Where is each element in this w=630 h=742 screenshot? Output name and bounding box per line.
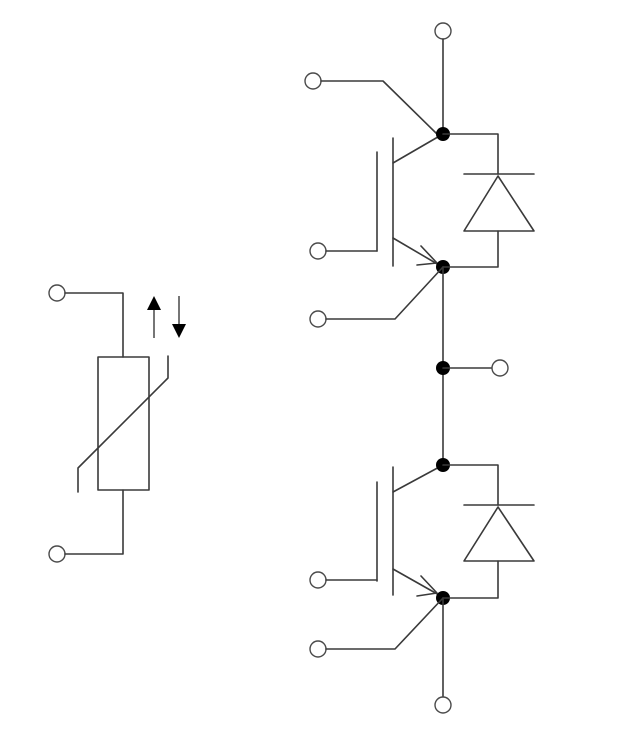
thermistor-body [97, 356, 150, 491]
output-node [436, 266, 509, 466]
thermistor-lead-bottom [64, 489, 124, 555]
thermistor [48, 284, 186, 563]
gate-terminal-lower[interactable] [309, 571, 327, 589]
thermistor-lead-top [64, 292, 124, 358]
sense-terminal-upper[interactable] [304, 72, 322, 90]
emitter-terminal-bottom[interactable] [434, 696, 452, 714]
collector-diagonal-lower [392, 464, 444, 493]
thermistor-variable-line [77, 355, 169, 493]
collector-terminal-top[interactable] [434, 22, 452, 40]
collector-diagonal-upper [392, 133, 444, 164]
emitter-arrow-lower-icon [416, 575, 438, 597]
thermistor-terminal-bottom[interactable] [48, 545, 66, 563]
temperature-arrows-icon [147, 296, 186, 338]
aux-emitter-lead-upper [325, 266, 444, 320]
emitter-diagonal-lower [392, 568, 440, 596]
igbt-lower [309, 458, 535, 714]
aux-emitter-lead-lower [325, 597, 444, 650]
freewheel-diode-upper [442, 133, 535, 268]
output-terminal[interactable] [491, 359, 509, 377]
aux-emitter-terminal-lower[interactable] [309, 640, 327, 658]
sense-lead-upper [320, 80, 438, 135]
emitter-diagonal-upper [392, 237, 440, 266]
thermistor-terminal-top[interactable] [48, 284, 66, 302]
igbt-upper [304, 22, 535, 328]
gate-terminal-upper[interactable] [309, 242, 327, 260]
freewheel-diode-lower [442, 464, 535, 599]
aux-emitter-terminal-upper[interactable] [309, 310, 327, 328]
emitter-arrow-upper-icon [416, 245, 438, 266]
